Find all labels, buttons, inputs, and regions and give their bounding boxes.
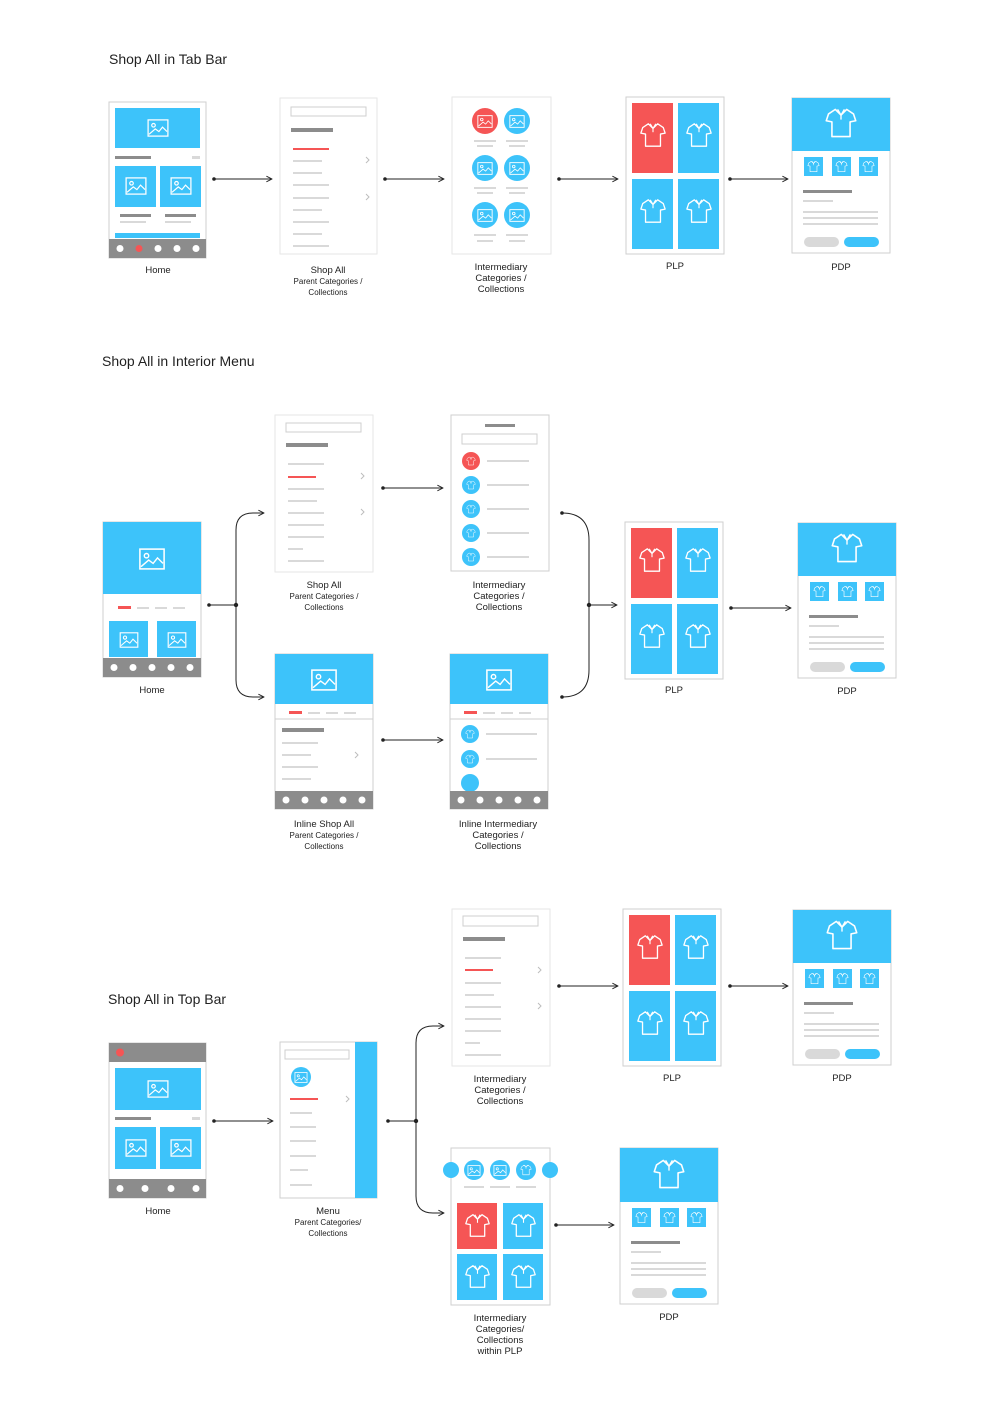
label-pdp-3: PDP	[832, 1073, 852, 1084]
label-home: Home	[145, 265, 171, 276]
intermediary-screen-wireframe-3	[451, 908, 551, 1067]
label-plp: PLP	[666, 261, 684, 272]
section-top-bar	[108, 908, 892, 1306]
pdp-screen-wireframe	[791, 97, 891, 254]
section-title-interior-menu: Shop All in Interior Menu	[102, 353, 255, 369]
home-screen-wireframe-3	[108, 1042, 207, 1199]
plp-screen-wireframe-3	[622, 908, 722, 1067]
pdp-screen-wireframe-2	[797, 522, 897, 679]
label-plp-3: PLP	[663, 1073, 681, 1084]
label-pdp-2: PDP	[837, 686, 857, 697]
intermediary-screen-wireframe-2	[450, 414, 550, 572]
inline-shop-all-screen-wireframe	[274, 653, 374, 810]
home-screen-wireframe-2	[102, 521, 202, 678]
section-title-top-bar: Shop All in Top Bar	[108, 991, 227, 1007]
shop-all-screen-wireframe-2	[274, 414, 374, 573]
intermediary-screen-wireframe	[451, 96, 552, 255]
label-pdp: PDP	[831, 262, 851, 273]
label-home-2: Home	[139, 685, 165, 696]
inline-intermediary-screen-wireframe	[449, 653, 549, 810]
menu-screen-wireframe	[279, 1041, 378, 1199]
label-home-3: Home	[145, 1206, 171, 1217]
intermediary-within-plp-screen-wireframe	[443, 1147, 558, 1306]
label-plp-2: PLP	[665, 685, 683, 696]
shop-all-screen-wireframe	[279, 97, 378, 255]
plp-screen-wireframe	[625, 96, 725, 255]
section-title-tab-bar: Shop All in Tab Bar	[109, 51, 228, 67]
section-tab-bar	[108, 96, 891, 259]
section-interior-menu	[102, 414, 897, 810]
pdp-screen-wireframe-4	[619, 1147, 719, 1305]
label-pdp-4: PDP	[659, 1312, 679, 1323]
pdp-screen-wireframe-3	[792, 909, 892, 1066]
plp-screen-wireframe-2	[624, 521, 724, 680]
home-screen-wireframe	[108, 101, 207, 259]
